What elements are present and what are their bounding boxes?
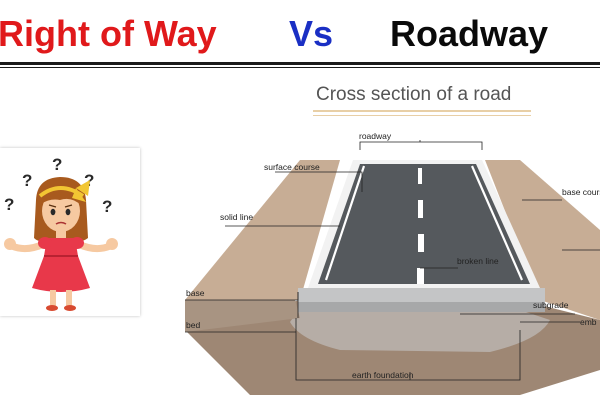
earth-foundation-layer bbox=[290, 308, 550, 352]
label-subgrade: subgrade bbox=[533, 300, 569, 310]
confused-girl-illustration: ? ? ? ? ? bbox=[0, 148, 140, 316]
solid-line-left bbox=[324, 165, 366, 281]
question-mark-icon: ? bbox=[52, 155, 62, 174]
leader-lines bbox=[185, 140, 600, 381]
solid-line-right bbox=[470, 165, 524, 281]
question-mark-icon: ? bbox=[102, 197, 112, 216]
diagram-title: Cross section of a road bbox=[316, 84, 512, 105]
title-right-of-way: Right of Way bbox=[0, 13, 217, 54]
diagram-title-rule-thin bbox=[313, 115, 531, 116]
label-embankment: emb bbox=[580, 317, 597, 327]
diagram-title-rule bbox=[313, 110, 531, 112]
label-surface-course: surface course bbox=[264, 162, 320, 172]
title-rule-top bbox=[0, 62, 600, 65]
label-roadway: roadway bbox=[359, 131, 392, 141]
broken-line-marks bbox=[417, 168, 424, 284]
label-broken-line: broken line bbox=[457, 256, 499, 266]
left-shoulder bbox=[185, 160, 340, 300]
question-mark-icon: ? bbox=[4, 195, 14, 214]
right-shoulder bbox=[485, 160, 600, 320]
title-vs: Vs bbox=[289, 13, 334, 54]
label-bed: bed bbox=[186, 320, 201, 330]
asphalt-surface bbox=[318, 164, 530, 284]
label-base: base bbox=[186, 288, 205, 298]
title-rule-bottom bbox=[0, 67, 600, 68]
subgrade-layer bbox=[298, 302, 545, 312]
title-bar: Right of Way Vs Roadway bbox=[0, 0, 600, 62]
question-mark-icon: ? bbox=[22, 171, 32, 190]
label-earth-foundation: earth foundation bbox=[352, 370, 414, 380]
girl-figure: ? ? ? ? ? bbox=[4, 155, 118, 311]
title-roadway: Roadway bbox=[390, 13, 549, 54]
label-base-course: base cours bbox=[562, 187, 600, 197]
label-solid-line: solid line bbox=[220, 212, 254, 222]
base-layer bbox=[298, 288, 545, 302]
